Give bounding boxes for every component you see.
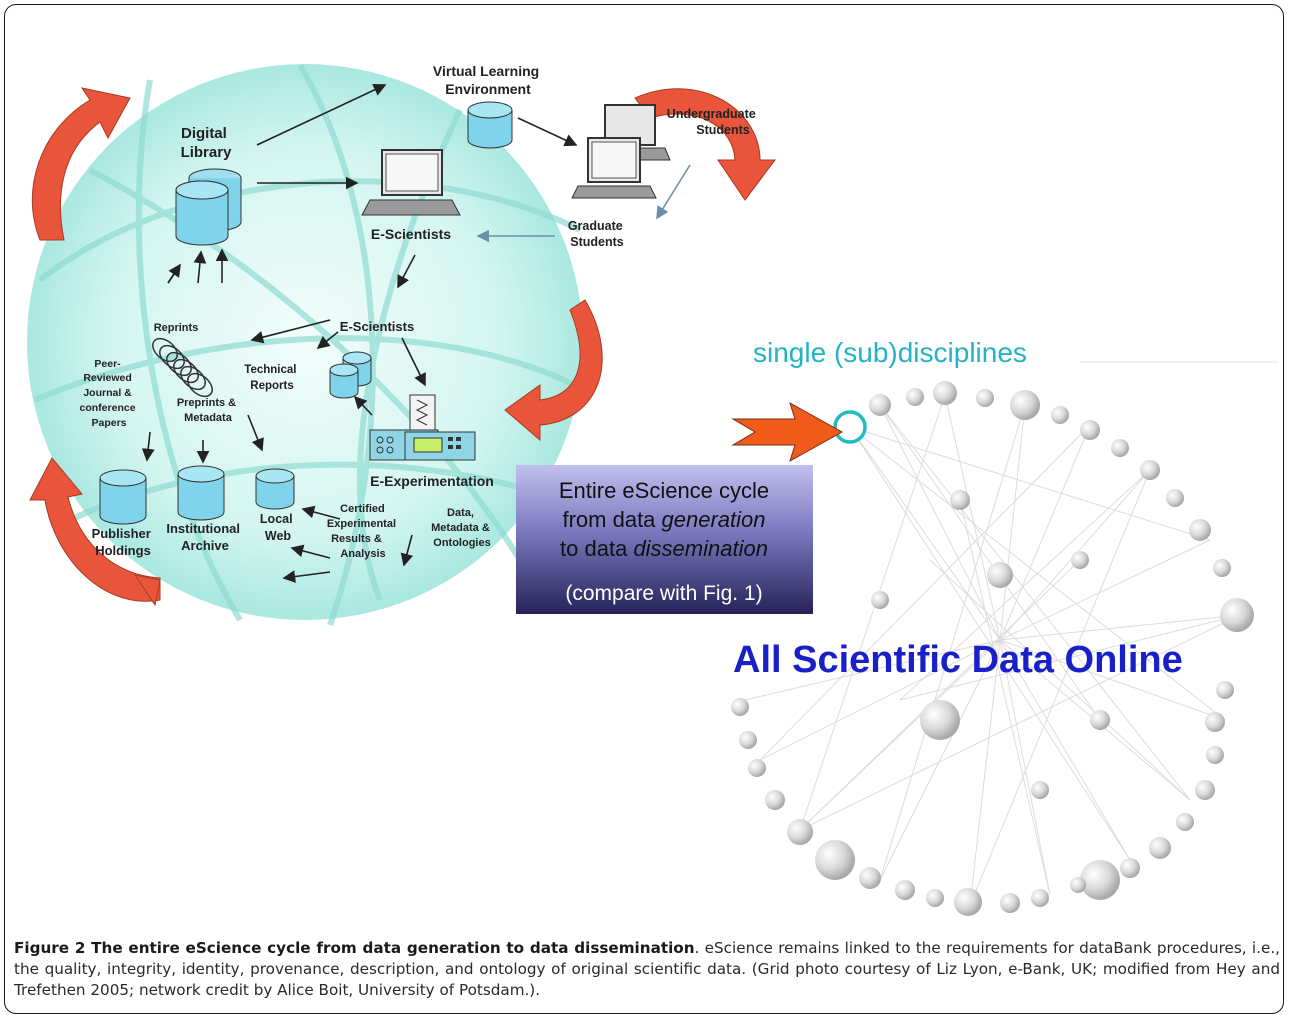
label-institutional-line2: Archive: [181, 538, 229, 553]
label-e-scientists-top: E-Scientists: [371, 226, 451, 242]
svg-text:Certified Experimental: Certified Experimental Results & Analysi…: [327, 503, 399, 560]
reprints-coil-icon: [152, 337, 213, 398]
cycle-box-line2-em: generation: [662, 507, 766, 532]
svg-text:from data generation: from data generation: [562, 507, 765, 532]
diagram-labels: Virtual Learning Environment Undergradua…: [80, 63, 759, 560]
network-top-label: single (sub)disciplines: [753, 337, 1027, 368]
vle-cylinder: [467, 101, 513, 149]
svg-text:Virtual Learning Envir: Virtual Learning Environment: [433, 63, 543, 97]
label-e-experimentation: E-Experimentation: [370, 473, 494, 489]
digital-library-cylinder: [175, 168, 242, 246]
e-scientists-laptop-icon: [361, 149, 461, 216]
undergraduate-laptops-icon: [571, 104, 671, 199]
svg-text:Technical Reports: Technical Reports: [244, 364, 299, 392]
label-graduate-line2: Students: [570, 235, 624, 249]
label-certified-line1: Certified: [340, 503, 385, 515]
caption-title: Figure 2 The entire eScience cycle from …: [14, 939, 695, 957]
svg-text:Peer- Reviewed: Peer- Reviewed Journal & conference Pape…: [80, 358, 139, 429]
label-local-web-line2: Web: [265, 529, 292, 543]
label-certified-line2: Experimental: [327, 518, 396, 530]
cycle-box-line2-prefix: from data: [562, 507, 661, 532]
label-e-scientists-mid: E-Scientists: [340, 319, 414, 334]
cycle-box-line3-prefix: to data: [560, 536, 633, 561]
cycle-box-line3-em: dissemination: [633, 536, 768, 561]
label-graduate-line1: Graduate: [568, 219, 623, 233]
svg-text:to data dissemination: to data dissemination: [560, 536, 768, 561]
network-nodes: [731, 381, 1254, 916]
svg-text:Graduate Students: Graduate Students: [568, 219, 626, 249]
caption-body: . eScience remains linked to the require…: [14, 939, 1280, 999]
label-publisher-line1: Publisher: [92, 526, 151, 541]
label-certified-line4: Analysis: [340, 548, 385, 560]
label-undergrad-line2: Students: [696, 123, 750, 137]
label-reprints: Reprints: [154, 322, 199, 334]
e-scientists-cylinders: [329, 351, 372, 399]
label-preprints-line1: Preprints &: [177, 397, 236, 409]
svg-text:Preprints & Metadata: Preprints & Metadata: [177, 397, 239, 424]
label-certified-line3: Results &: [331, 533, 382, 545]
label-vle-line2: Environment: [445, 81, 531, 97]
figure-graphic: single (sub)disciplines All Scientific D…: [27, 63, 1280, 920]
label-data-line1: Data,: [447, 507, 474, 519]
label-local-web-line1: Local: [260, 512, 293, 526]
svg-text:Publisher Holdings: Publisher Holdings: [92, 526, 155, 558]
network-graph: single (sub)disciplines All Scientific D…: [600, 337, 1280, 920]
label-peer-line3: Journal &: [83, 387, 132, 399]
sphere-grid-lines: [33, 63, 587, 626]
label-peer-line5: Papers: [91, 417, 126, 429]
label-technical-line2: Reports: [250, 380, 293, 392]
escience-cycle-diagram: Virtual Learning Environment Undergradua…: [27, 63, 776, 626]
label-publisher-line2: Holdings: [95, 543, 151, 558]
label-vle-line1: Virtual Learning: [433, 63, 539, 79]
network-main-label: All Scientific Data Online: [733, 639, 1183, 681]
label-institutional-line1: Institutional: [166, 521, 240, 536]
label-data-line2: Metadata &: [431, 522, 490, 534]
cycle-box-line1: Entire eScience cycle: [559, 478, 769, 503]
label-peer-line1: Peer-: [94, 358, 121, 370]
publisher-cylinder: [99, 469, 147, 525]
label-digital-library-line1: Digital: [181, 125, 227, 142]
label-digital-library-line2: Library: [181, 144, 233, 161]
institutional-cylinder: [177, 465, 225, 521]
figure-caption: Figure 2 The entire eScience cycle from …: [14, 938, 1280, 1001]
svg-text:Institutional Archive: Institutional Archive: [166, 521, 243, 553]
label-technical-line1: Technical: [244, 364, 296, 376]
label-preprints-line2: Metadata: [184, 412, 233, 424]
escience-cycle-box: Entire eScience cycle from data generati…: [516, 465, 813, 614]
svg-text:Local Web: Local Web: [260, 512, 296, 543]
svg-text:Digital Library: Digital Library: [181, 125, 233, 161]
svg-text:Data, Metadata &: Data, Metadata & Ontologies: [431, 507, 493, 549]
local-web-cylinder: [255, 468, 295, 510]
cycle-box-line4: (compare with Fig. 1): [565, 582, 762, 605]
label-peer-line2: Reviewed: [83, 372, 131, 384]
label-undergrad-line1: Undergraduate: [667, 107, 756, 121]
orange-pointer-arrow: [731, 401, 844, 463]
svg-text:Undergraduate Students: Undergraduate Students: [667, 107, 759, 137]
flow-arrows: [141, 83, 578, 583]
red-cycle-arrows: [29, 87, 776, 607]
e-experimentation-instrument-icon: [369, 394, 476, 461]
label-peer-line4: conference: [80, 402, 136, 414]
label-data-line3: Ontologies: [433, 537, 490, 549]
